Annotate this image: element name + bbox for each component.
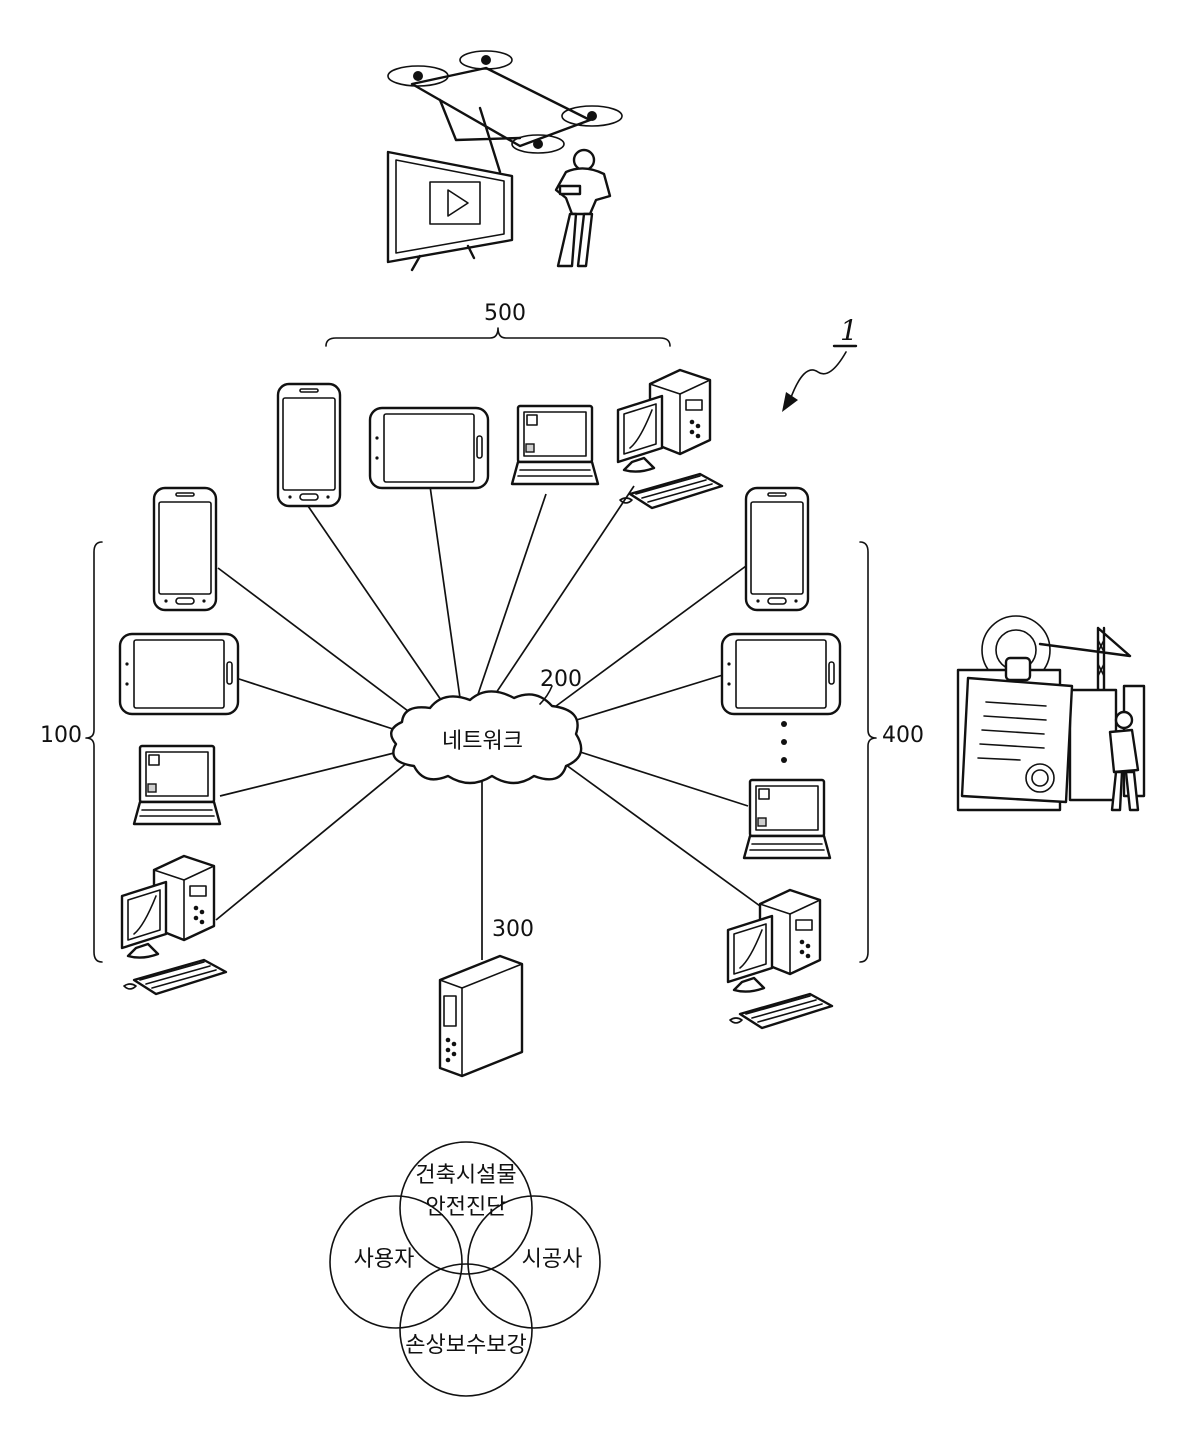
system-pointer-arrow [782, 346, 856, 412]
contract-construction-icon [958, 616, 1144, 810]
group-100-devices [120, 488, 238, 994]
desktop-computer-icon [728, 890, 832, 1028]
label-200: 200 [540, 667, 582, 692]
venn-diagram: 건축시설물 안전진단 사용자 시공사 손상보수보강 [330, 1142, 600, 1396]
label-400: 400 [882, 723, 924, 748]
laptop-icon [134, 746, 220, 824]
drone-with-display-and-operator-icon [388, 51, 622, 270]
label-300: 300 [492, 917, 534, 942]
group-500-devices [278, 370, 722, 508]
tablet-icon [722, 634, 840, 714]
venn-label-safety-line2: 안전진단 [426, 1195, 507, 1220]
venn-label-user: 사용자 [354, 1247, 415, 1272]
tablet-icon [370, 408, 488, 488]
smartphone-icon [154, 488, 216, 610]
group-400-devices [722, 488, 840, 1028]
venn-label-repair: 손상보수보강 [405, 1333, 526, 1358]
venn-label-safety-line1: 건축시설물 [415, 1163, 516, 1188]
brace-400 [860, 542, 876, 962]
network-name: 네트워크 [442, 729, 523, 754]
venn-circle-repair [400, 1264, 532, 1396]
desktop-computer-icon [122, 856, 226, 994]
tablet-icon [120, 634, 238, 714]
smartphone-icon [278, 384, 340, 506]
label-500: 500 [484, 301, 526, 326]
system-number-label: 1 [840, 314, 858, 347]
brace-500 [326, 328, 670, 346]
label-100: 100 [40, 723, 82, 748]
smartphone-icon [746, 488, 808, 610]
venn-label-contractor: 시공사 [522, 1247, 583, 1272]
laptop-icon [512, 406, 598, 484]
laptop-icon [744, 780, 830, 858]
ellipsis-dots [781, 721, 787, 763]
brace-100 [86, 542, 102, 962]
server-tower-icon [440, 956, 522, 1076]
